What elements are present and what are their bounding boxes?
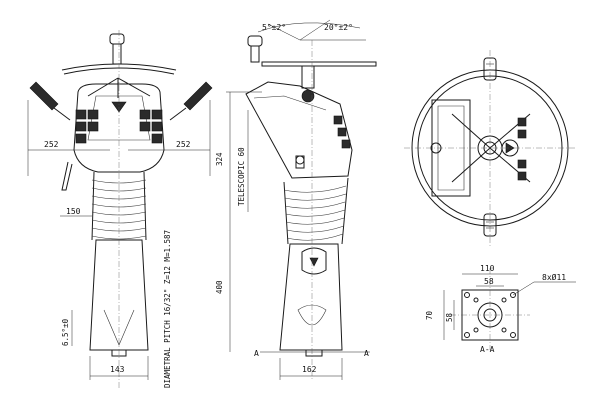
- front-right-lever: [169, 81, 213, 121]
- front-view: 252 252 150 143 6.5°±0 DIAMETRAL PITCH 1…: [27, 30, 213, 390]
- section-a-a: 110 58 70 58 8xØ11 A-A: [425, 264, 576, 354]
- dim-width-left: 252: [44, 140, 59, 149]
- front-pedal-lever: [61, 161, 73, 191]
- section-label: A-A: [480, 345, 495, 354]
- front-wheel-knob: [109, 33, 125, 45]
- section-mark-right: A: [364, 349, 369, 358]
- dim-pedal-height: 150: [66, 207, 81, 216]
- front-column: [89, 239, 149, 351]
- top-knob-lower: [483, 213, 497, 237]
- side-console: [245, 81, 353, 179]
- front-left-lever: [29, 81, 71, 121]
- side-wheel-rim: [261, 61, 377, 67]
- side-view: 5°±2° 20°±2° 324 TELESCOPIC 6: [215, 19, 377, 380]
- dim-flange-outer: 110: [480, 264, 495, 273]
- side-bellows: [283, 177, 349, 245]
- dim-column-length: 400: [215, 280, 224, 294]
- dim-telescopic: TELESCOPIC 60: [237, 147, 246, 206]
- dim-flange-inner: 58: [484, 277, 494, 286]
- dim-width-right: 252: [176, 140, 191, 149]
- spline-spec: DIAMETRAL PITCH 16/32" Z=12 M=1.587: [163, 230, 172, 388]
- dim-base-width-front: 143: [110, 365, 125, 374]
- section-mark-left: A: [254, 349, 259, 358]
- side-column: [279, 243, 343, 351]
- side-wheel-knob: [247, 35, 263, 47]
- dim-height-total: 324: [215, 152, 224, 166]
- dim-tilt-large: 20°±2°: [324, 23, 353, 32]
- dim-tilt-small: 5°±2°: [262, 23, 286, 32]
- dim-angle-small: 6.5°±0: [61, 318, 70, 346]
- top-view: [404, 50, 576, 246]
- dim-flange-height-inner: 58: [445, 312, 454, 322]
- dim-base-width-side: 162: [302, 365, 317, 374]
- dim-flange-height: 70: [425, 310, 434, 320]
- front-switch: [75, 109, 87, 120]
- dim-holes: 8xØ11: [542, 272, 566, 282]
